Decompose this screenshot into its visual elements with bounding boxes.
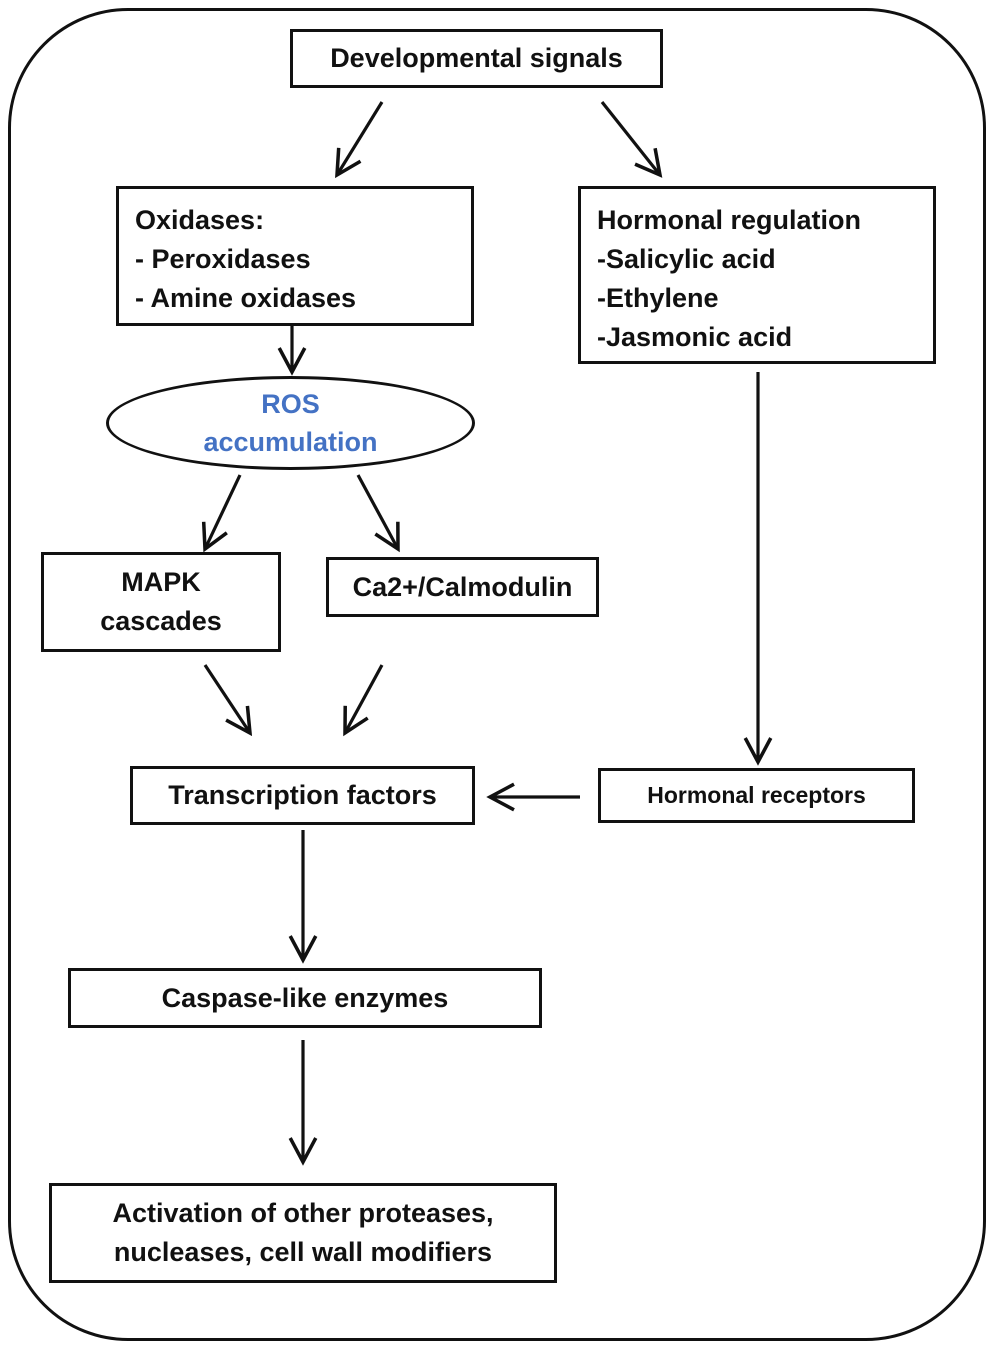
ca-calmodulin-label: Ca2+/Calmodulin <box>352 571 573 602</box>
activation-label: nucleases, cell wall modifiers <box>113 1237 493 1267</box>
ca-calmodulin-node: Ca2+/Calmodulin <box>326 557 599 617</box>
hormonal-regulation-node: Hormonal regulation -Salicylic acid -Eth… <box>578 186 936 364</box>
developmental-signals-node: Developmental signals <box>290 29 663 88</box>
edge-ros-to-mapk <box>201 474 242 553</box>
hormonal-receptors-label: Hormonal receptors <box>647 782 866 808</box>
caspase-like-enzymes-node: Caspase-like enzymes <box>68 968 542 1028</box>
edge-mapk-to-transcription <box>203 664 253 737</box>
transcription-factors-node: Transcription factors <box>130 766 475 825</box>
hormonal-receptors-node: Hormonal receptors <box>598 768 915 823</box>
hormonal-regulation-item: -Salicylic acid <box>597 244 776 274</box>
edge-signals-to-hormonal-regulation <box>600 101 663 178</box>
mapk-cascades-node: MAPK cascades <box>41 552 281 652</box>
activation-node: Activation of other proteases, nucleases… <box>49 1183 557 1283</box>
cell-outline <box>8 8 986 1341</box>
hormonal-regulation-item: -Ethylene <box>597 283 719 313</box>
oxidases-node: Oxidases: - Peroxidases - Amine oxidases <box>116 186 474 326</box>
transcription-factors-label: Transcription factors <box>168 780 437 810</box>
edge-calmodulin-to-transcription <box>343 664 384 737</box>
hormonal-regulation-item: -Jasmonic acid <box>597 322 793 352</box>
developmental-signals-label: Developmental signals <box>330 43 623 73</box>
oxidases-item: - Peroxidases <box>135 244 311 274</box>
mapk-cascades-label: cascades <box>100 606 222 636</box>
activation-label: Activation of other proteases, <box>112 1198 494 1228</box>
ros-accumulation-node: ROS accumulation <box>106 376 475 470</box>
edge-ros-to-calmodulin <box>356 474 400 553</box>
hormonal-regulation-heading: Hormonal regulation <box>597 205 862 235</box>
edge-signals-to-oxidases <box>335 101 384 179</box>
oxidases-heading: Oxidases: <box>135 205 265 235</box>
ros-accumulation-label: accumulation <box>203 427 378 457</box>
caspase-like-enzymes-label: Caspase-like enzymes <box>161 982 449 1013</box>
ros-accumulation-label: ROS <box>261 389 320 419</box>
oxidases-item: - Amine oxidases <box>135 283 357 313</box>
mapk-cascades-label: MAPK <box>121 567 201 597</box>
